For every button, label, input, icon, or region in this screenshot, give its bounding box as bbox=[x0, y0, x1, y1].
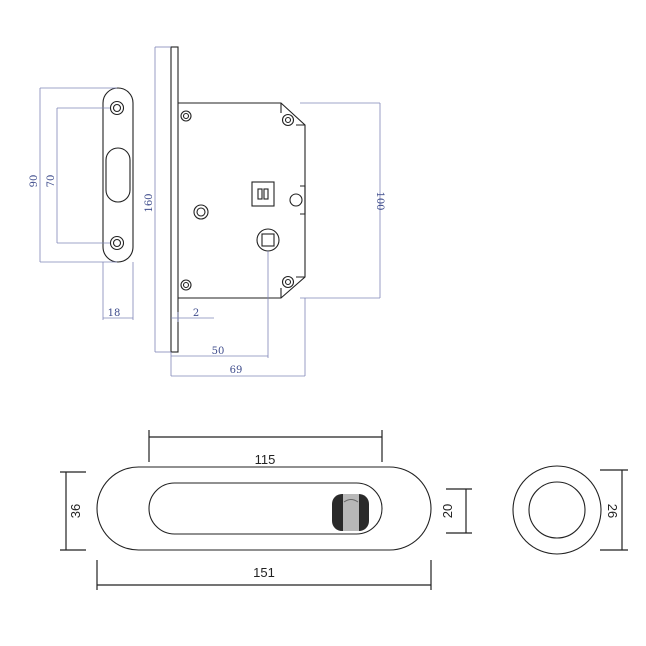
handle-recess bbox=[148, 482, 383, 535]
screw-hole-icon bbox=[109, 100, 125, 116]
handle-plate bbox=[96, 466, 432, 551]
dim-label-strike-inner: 70 bbox=[46, 175, 57, 188]
screw-hole-icon bbox=[180, 110, 192, 122]
faceplate bbox=[170, 46, 192, 353]
dim-label-plate-length: 151 bbox=[253, 565, 275, 580]
lock-case bbox=[178, 102, 306, 299]
dim-label-backset: 50 bbox=[212, 346, 225, 357]
dim-label-recess-height: 20 bbox=[440, 504, 455, 518]
dimension-lines bbox=[39, 47, 381, 377]
extension-lines bbox=[40, 46, 380, 376]
dim-label-faceplate-thickness: 2 bbox=[193, 308, 199, 319]
screw-hole-icon bbox=[180, 279, 192, 291]
dim-label-strike-width: 18 bbox=[108, 308, 121, 319]
dim-label-rosette-diameter: 26 bbox=[605, 504, 620, 518]
strike-plate bbox=[102, 87, 134, 263]
rosette-inner bbox=[528, 481, 586, 539]
screw-hole-icon bbox=[109, 235, 125, 251]
handle-dimension-lines bbox=[60, 430, 472, 590]
dim-label-case-height: 100 bbox=[374, 191, 385, 210]
lock-side-view: 90 70 160 100 18 2 50 69 bbox=[29, 46, 385, 377]
thumbturn-icon bbox=[332, 494, 369, 531]
spindle-icon bbox=[256, 228, 280, 252]
rosette-view: 26 bbox=[512, 465, 628, 555]
dim-label-strike-outer: 90 bbox=[29, 175, 40, 188]
dim-label-plate-height: 36 bbox=[68, 504, 83, 518]
dim-label-case-depth: 69 bbox=[230, 365, 243, 376]
dim-label-recess-length: 115 bbox=[255, 452, 276, 467]
flush-handle-front-view: 115 36 20 151 bbox=[60, 430, 472, 590]
rosette-outer bbox=[512, 465, 602, 555]
dim-label-faceplate-height: 160 bbox=[144, 193, 155, 212]
